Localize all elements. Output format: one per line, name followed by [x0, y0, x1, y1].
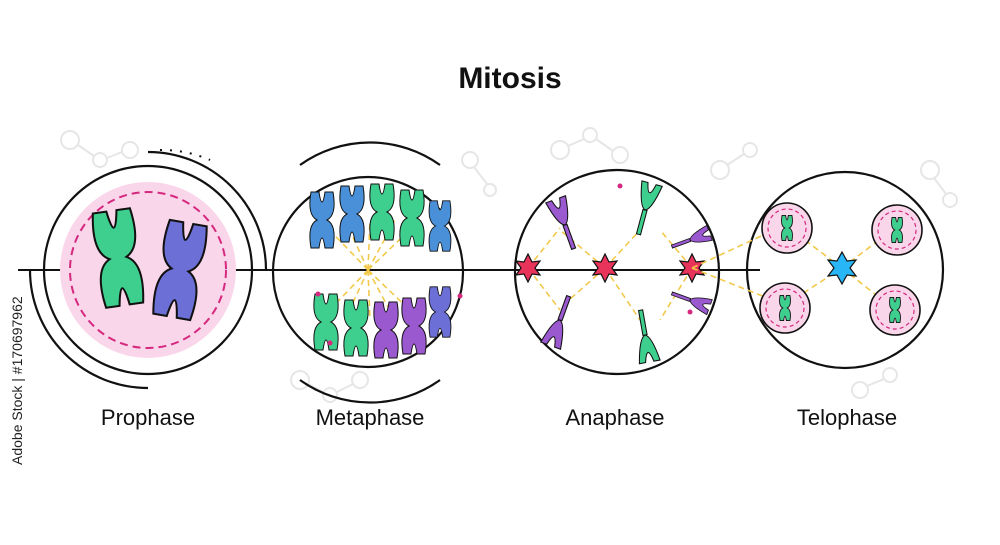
diagram-title: Mitosis: [458, 62, 561, 95]
chromosome-icon: [627, 180, 663, 238]
chromosome-icon: [428, 286, 452, 338]
daughter-nucleus: [761, 202, 813, 254]
daughter-nucleus: [871, 204, 923, 256]
stage-label-telophase: Telophase: [797, 405, 897, 430]
molecule-icon: [60, 130, 139, 168]
daughter-nucleus: [869, 284, 921, 336]
nucleus: [60, 182, 236, 358]
anaphase-cell: [513, 168, 721, 376]
chromosome-icon: [401, 297, 427, 355]
chromosome-icon: [399, 189, 425, 247]
chromosome-icon: [629, 307, 661, 365]
stage-label-anaphase: Anaphase: [565, 405, 664, 430]
chromosome-icon: [343, 299, 369, 357]
nuclear-envelope: [69, 191, 227, 349]
chromosome-icon: [309, 191, 335, 249]
chromosome-icon: [545, 195, 585, 253]
chromosome-icon: [373, 301, 399, 359]
stage-label-prophase: Prophase: [101, 405, 195, 430]
metaphase-cell: [271, 141, 465, 404]
telophase-cell: [691, 170, 945, 370]
stock-watermark: Adobe Stock | #170697962: [9, 296, 25, 465]
molecule-icon: [461, 151, 958, 208]
molecule-icon: [550, 127, 629, 164]
molecule-icon: [710, 142, 898, 399]
centrosome-star-icon: [591, 252, 619, 284]
centrosome-star-icon: [514, 252, 542, 284]
stage-label-metaphase: Metaphase: [316, 405, 425, 430]
background-molecules: [60, 127, 958, 403]
chromosome-icon: [313, 293, 339, 351]
chromosome-icon: [540, 292, 580, 350]
chromosome-icon: [339, 185, 365, 243]
centrosome-star-icon: [826, 250, 858, 286]
molecule-icon: [290, 370, 369, 403]
prophase-cell: [28, 148, 268, 390]
daughter-nucleus: [759, 282, 811, 334]
chromosome-icon: [369, 183, 395, 241]
